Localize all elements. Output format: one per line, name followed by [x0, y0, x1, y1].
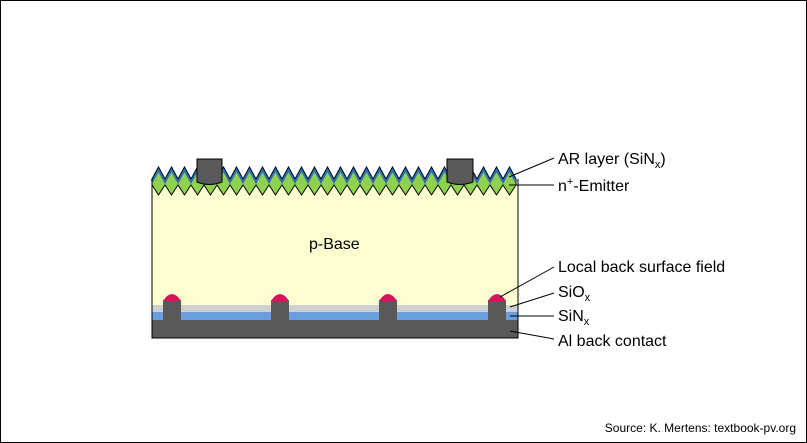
- local-contact-2: [271, 294, 289, 322]
- p-base-region: [152, 187, 518, 305]
- ar-layer-label: AR layer (SiNx): [558, 151, 666, 171]
- siox-leader: [509, 292, 555, 308]
- emitter-label: n+-Emitter: [558, 176, 630, 195]
- p-base-label: p-Base: [309, 236, 360, 253]
- local-contact-1: [163, 294, 181, 322]
- al-leader: [509, 330, 555, 340]
- al-back-contact-label: Al back contact: [558, 333, 667, 350]
- al-back-contact: [152, 320, 518, 338]
- front-contact-left: [196, 158, 223, 185]
- lbsf-label: Local back surface field: [558, 259, 725, 276]
- sinx-layer: [152, 312, 518, 320]
- local-contact-4: [488, 294, 506, 322]
- lbsf-leader: [499, 266, 555, 298]
- front-contact-right: [446, 158, 474, 185]
- cell-outline: [151, 179, 519, 339]
- source-credit: Source: K. Mertens: textbook-pv.org: [605, 421, 796, 435]
- siox-layer: [152, 305, 518, 312]
- siox-label: SiOx: [558, 284, 591, 304]
- ar-leader: [508, 157, 555, 178]
- local-contact-3: [379, 294, 397, 322]
- sinx-label: SiNx: [558, 308, 590, 328]
